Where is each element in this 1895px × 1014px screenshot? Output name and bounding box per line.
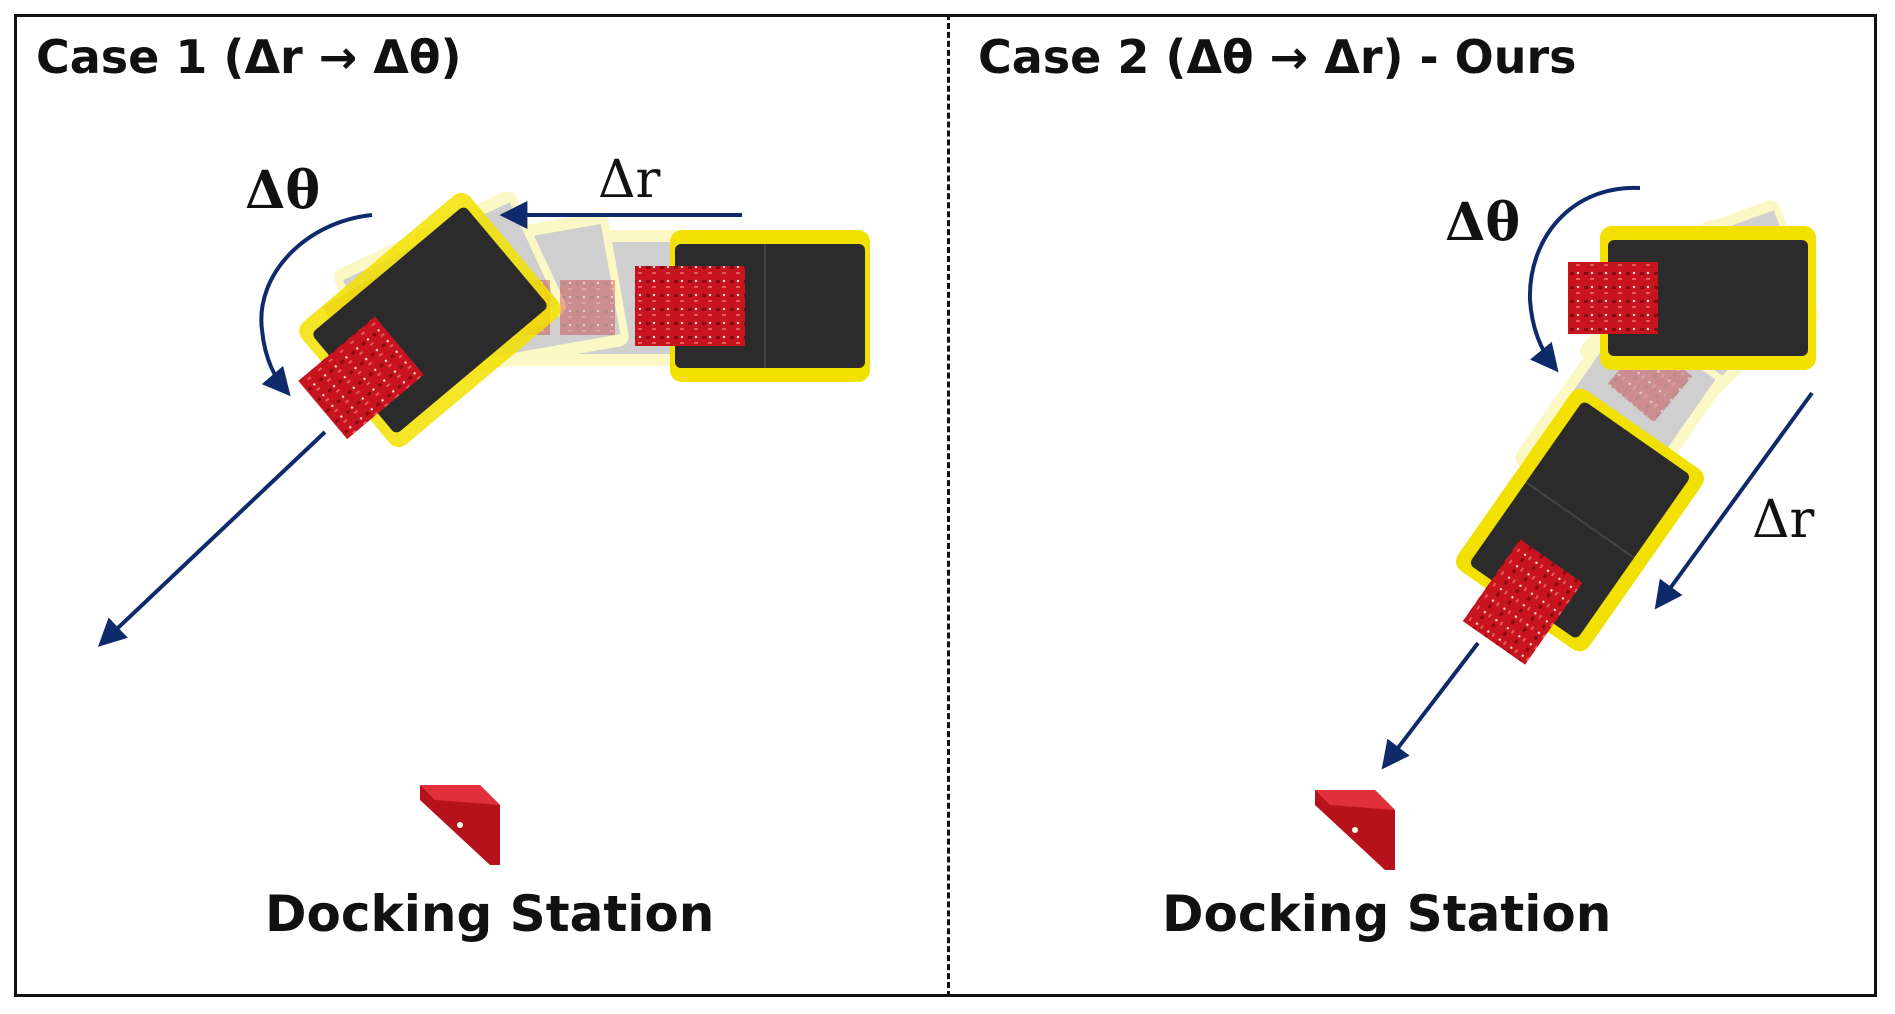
- case2-title: Case 2 (Δθ → Δr) - Ours: [978, 30, 1577, 84]
- docking-station-icon: [1315, 790, 1395, 870]
- case2-scene: [1315, 185, 1820, 870]
- case2-robot-end-icon: [1456, 388, 1704, 665]
- case1-robot-end-icon: [298, 192, 561, 448]
- case2-robot-start-icon: [1568, 226, 1816, 370]
- control-board-icon: [298, 316, 424, 440]
- case1-rotation-arrow: [259, 213, 373, 397]
- case2-docking-label: Docking Station: [1162, 885, 1612, 943]
- case1-robot-start-icon: [635, 230, 870, 382]
- control-board-icon: [1568, 262, 1658, 334]
- case2-translation-arrow: [1654, 391, 1814, 610]
- docking-station-icon: [420, 785, 500, 865]
- case1-docking-label: Docking Station: [265, 885, 715, 943]
- case1-rotation-label: Δθ: [245, 160, 321, 221]
- case1-scene: [97, 191, 870, 865]
- case1-translation-label: Δr: [598, 150, 661, 210]
- case2-rotation-label: Δθ: [1445, 192, 1521, 253]
- panel-divider: [947, 14, 950, 997]
- case2-travel-arrow: [1381, 641, 1480, 770]
- case2-translation-label: Δr: [1752, 490, 1815, 550]
- case2-rotation-arrow: [1527, 185, 1641, 373]
- case1-travel-arrow: [97, 430, 327, 647]
- control-board-icon: [1462, 539, 1583, 665]
- control-board-icon: [635, 266, 745, 346]
- case1-title: Case 1 (Δr → Δθ): [36, 30, 462, 84]
